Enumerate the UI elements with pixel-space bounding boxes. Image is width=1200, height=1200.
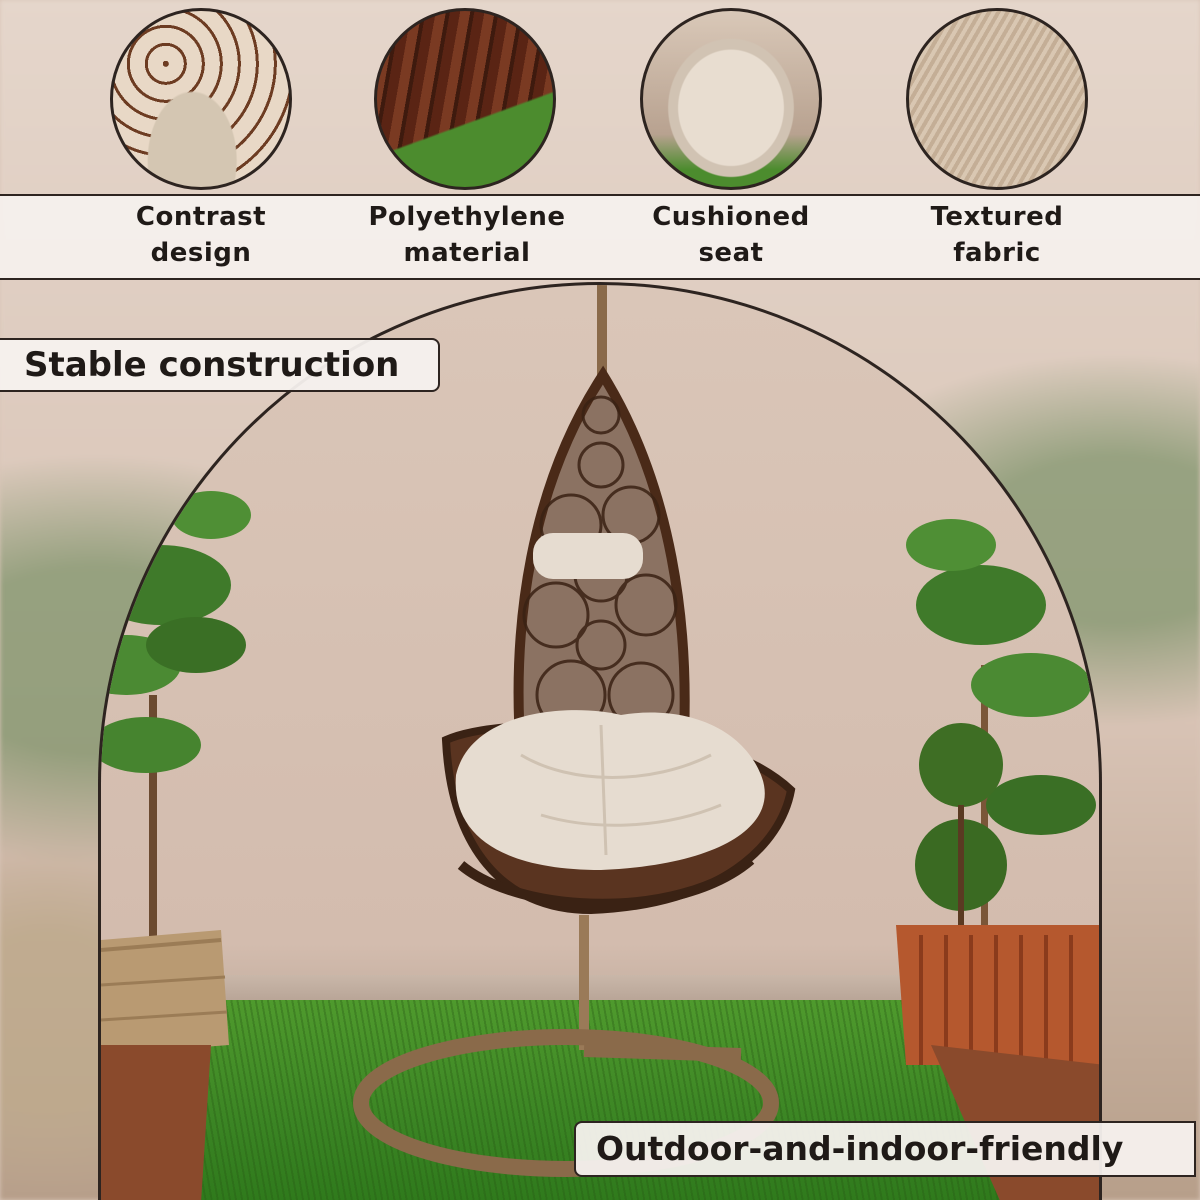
feature-label-cushioned: Cushioned seat <box>652 202 810 268</box>
feature-label-contrast: Contrast design <box>135 202 267 268</box>
feature-label-polyethylene: Polyethylene material <box>368 202 566 268</box>
polyethylene-weave-closeup-icon <box>374 8 556 190</box>
product-photo-arch <box>98 282 1102 1200</box>
hanging-egg-chair-illustration <box>101 285 1099 1200</box>
outdoor-indoor-callout: Outdoor-and-indoor-friendly <box>574 1121 1196 1177</box>
cushion-closeup-icon <box>640 8 822 190</box>
egg-chair <box>441 365 796 915</box>
stable-construction-callout: Stable construction <box>0 338 440 392</box>
feature-label-strip: Contrast design Polyethylene material Cu… <box>0 194 1200 280</box>
rattan-weave-closeup-icon <box>110 8 292 190</box>
feature-label-textured: Textured fabric <box>930 202 1064 268</box>
right-plant <box>896 519 1099 1200</box>
feature-band <box>0 0 1200 195</box>
fabric-closeup-icon <box>906 8 1088 190</box>
left-plant <box>101 491 251 1200</box>
